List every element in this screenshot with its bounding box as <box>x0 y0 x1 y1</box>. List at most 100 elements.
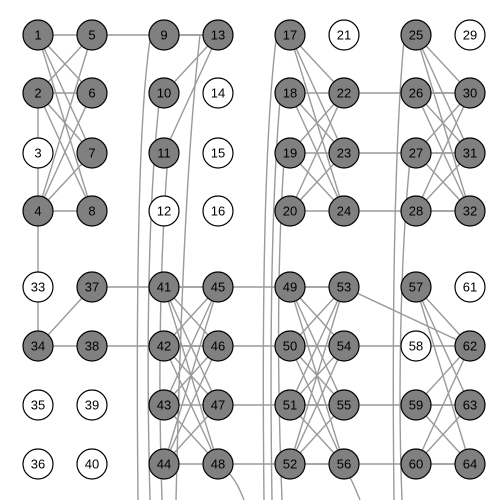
node-circle <box>454 19 486 51</box>
node-label: 24 <box>337 204 351 219</box>
node-44: 44 <box>148 448 180 480</box>
edge-51-53 <box>289 286 345 406</box>
node-36: 36 <box>22 448 54 480</box>
node-circle <box>454 195 486 227</box>
node-label: 4 <box>34 204 41 219</box>
node-50: 50 <box>274 330 306 362</box>
node-circle <box>202 19 234 51</box>
node-circle <box>148 389 180 421</box>
node-label: 17 <box>283 28 297 43</box>
node-19: 19 <box>274 137 306 169</box>
node-label: 36 <box>31 457 45 472</box>
edge-43-45 <box>163 286 219 406</box>
node-label: 43 <box>157 398 171 413</box>
node-circle <box>274 195 306 227</box>
node-circle <box>202 330 234 362</box>
node-3: 3 <box>22 137 54 169</box>
node-label: 59 <box>409 398 423 413</box>
node-6: 6 <box>76 77 108 109</box>
node-circle <box>22 330 54 362</box>
node-circle <box>76 137 108 169</box>
node-51: 51 <box>274 389 306 421</box>
node-12: 12 <box>148 195 180 227</box>
node-label: 50 <box>283 339 297 354</box>
node-label: 27 <box>409 146 423 161</box>
node-label: 25 <box>409 28 423 43</box>
node-label: 39 <box>85 398 99 413</box>
node-label: 54 <box>337 339 351 354</box>
node-label: 21 <box>337 28 351 43</box>
edge-11-13 <box>163 34 219 154</box>
edge-4-6 <box>37 92 93 212</box>
node-label: 16 <box>211 204 225 219</box>
node-label: 53 <box>337 280 351 295</box>
node-label: 40 <box>85 457 99 472</box>
node-42: 42 <box>148 330 180 362</box>
node-41: 41 <box>148 271 180 303</box>
node-label: 58 <box>409 339 423 354</box>
node-1: 1 <box>22 19 54 51</box>
node-circle <box>454 77 486 109</box>
node-label: 9 <box>160 28 167 43</box>
node-circle <box>148 77 180 109</box>
node-circle <box>400 448 432 480</box>
node-circle <box>148 195 180 227</box>
long-connector-5 <box>262 39 277 500</box>
node-label: 10 <box>157 86 171 101</box>
node-label: 7 <box>88 146 95 161</box>
node-label: 30 <box>463 86 477 101</box>
node-label: 56 <box>337 457 351 472</box>
edge-52-53 <box>289 286 345 465</box>
node-circle <box>148 330 180 362</box>
node-label: 42 <box>157 339 171 354</box>
node-label: 38 <box>85 339 99 354</box>
node-circle <box>76 330 108 362</box>
node-5: 5 <box>76 19 108 51</box>
node-label: 11 <box>157 146 171 161</box>
edge-20-22 <box>289 92 345 212</box>
node-label: 60 <box>409 457 423 472</box>
node-circle <box>274 271 306 303</box>
node-15: 15 <box>202 137 234 169</box>
node-label: 22 <box>337 86 351 101</box>
node-circle <box>400 389 432 421</box>
node-label: 41 <box>157 280 171 295</box>
node-4: 4 <box>22 195 54 227</box>
node-label: 35 <box>31 398 45 413</box>
node-circle <box>328 448 360 480</box>
node-label: 18 <box>283 86 297 101</box>
node-29: 29 <box>454 19 486 51</box>
node-label: 55 <box>337 398 351 413</box>
node-circle <box>22 271 54 303</box>
node-label: 19 <box>283 146 297 161</box>
node-circle <box>274 389 306 421</box>
node-circle <box>328 77 360 109</box>
node-33: 33 <box>22 271 54 303</box>
node-circle <box>400 137 432 169</box>
long-connector-1 <box>136 39 151 500</box>
edge-17-23 <box>289 34 345 154</box>
node-25: 25 <box>400 19 432 51</box>
node-label: 33 <box>31 280 45 295</box>
node-label: 52 <box>283 457 297 472</box>
node-circle <box>400 271 432 303</box>
node-label: 63 <box>463 398 477 413</box>
node-circle <box>202 195 234 227</box>
edge-60-62 <box>415 345 471 465</box>
node-circle <box>328 330 360 362</box>
node-46: 46 <box>202 330 234 362</box>
edge-44-45 <box>163 286 219 465</box>
node-55: 55 <box>328 389 360 421</box>
node-11: 11 <box>148 137 180 169</box>
node-40: 40 <box>76 448 108 480</box>
node-label: 34 <box>31 339 45 354</box>
node-49: 49 <box>274 271 306 303</box>
node-31: 31 <box>454 137 486 169</box>
long-connector-4 <box>175 34 201 500</box>
edge-4-5 <box>37 34 93 212</box>
node-13: 13 <box>202 19 234 51</box>
node-circle <box>76 271 108 303</box>
node-59: 59 <box>400 389 432 421</box>
node-63: 63 <box>454 389 486 421</box>
